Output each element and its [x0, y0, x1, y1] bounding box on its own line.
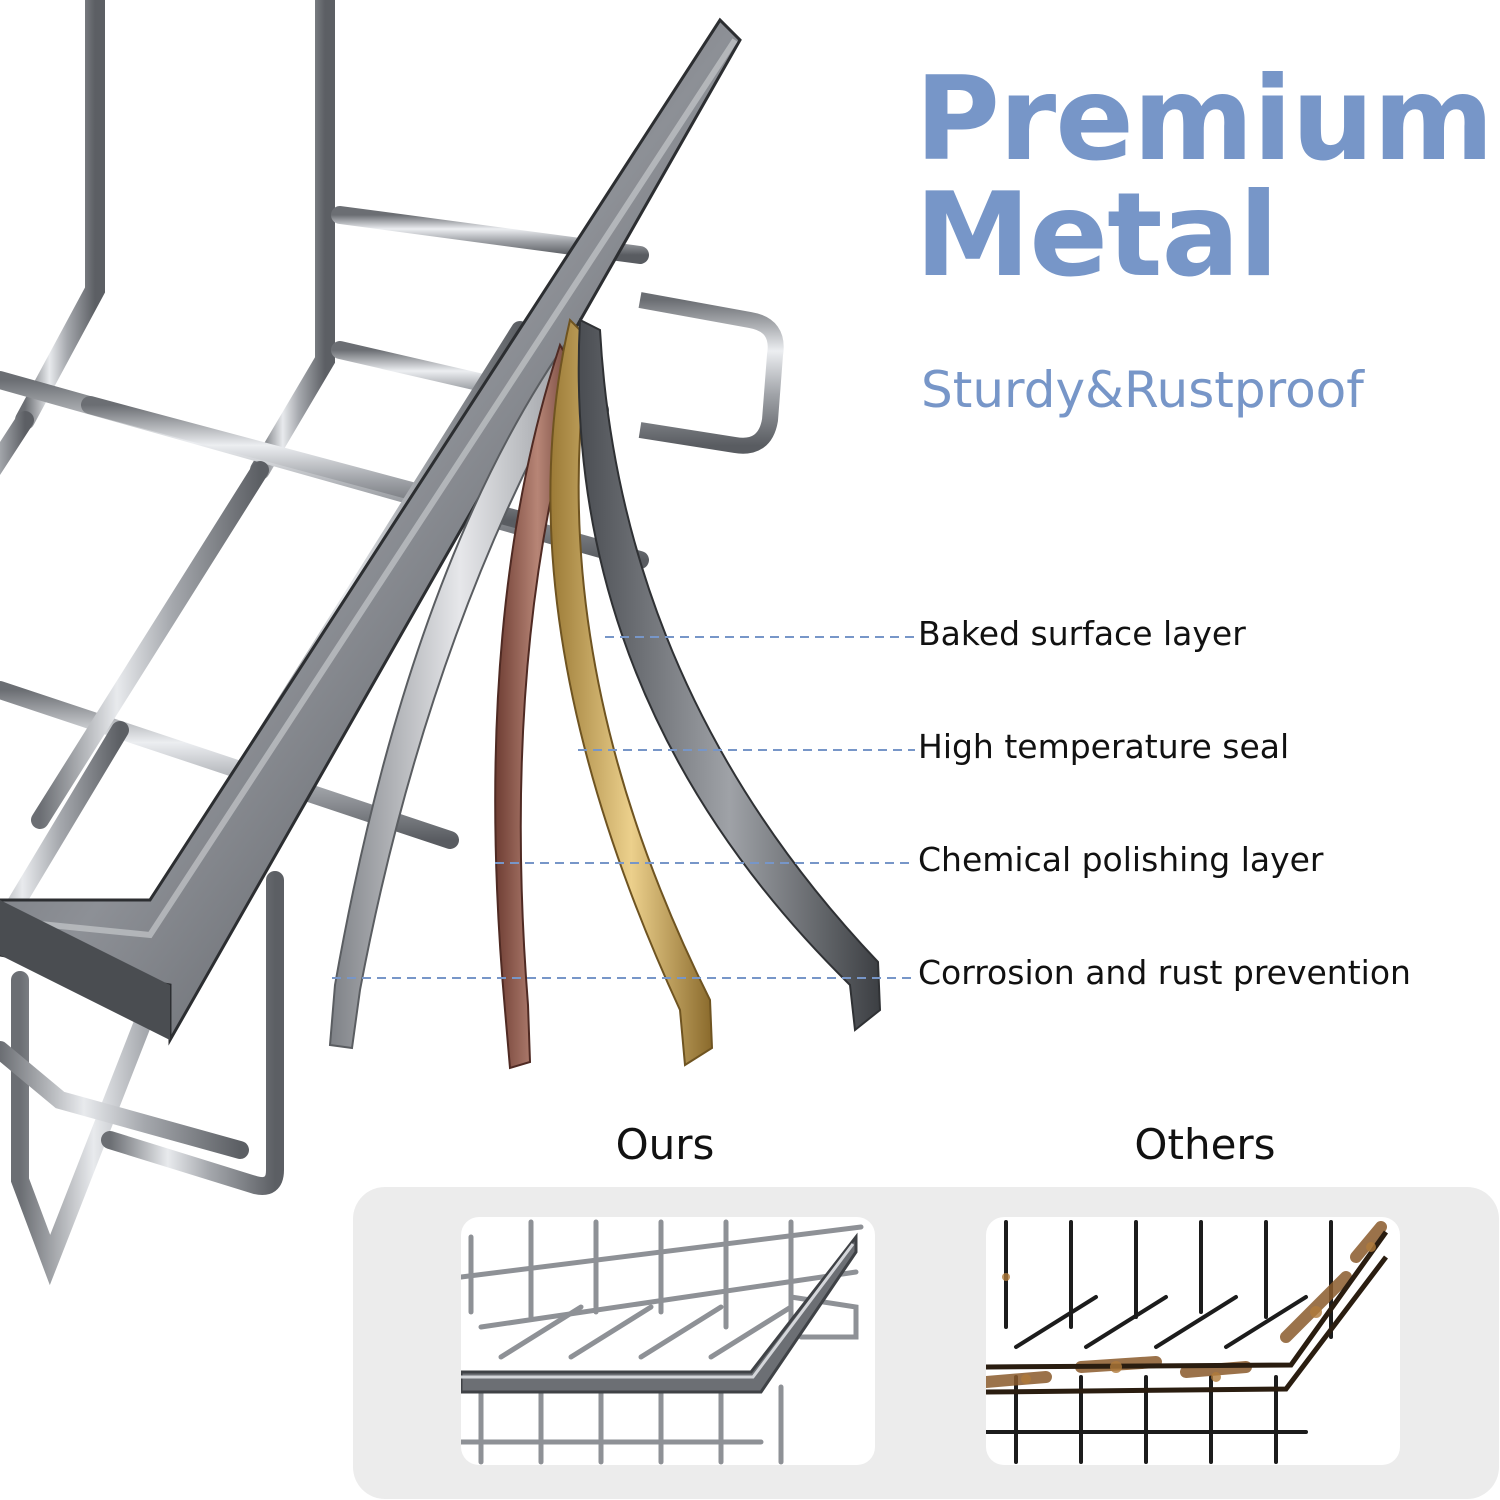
chrome-basket-icon	[461, 1219, 864, 1465]
ours-heading: Ours	[615, 1120, 715, 1169]
others-heading: Others	[1134, 1120, 1276, 1169]
ours-basket-card	[461, 1217, 875, 1465]
layer-strips	[328, 318, 882, 1070]
layer-label-baked-surface: Baked surface layer	[918, 614, 1246, 653]
layer-label-corrosion-prevention: Corrosion and rust prevention	[918, 953, 1411, 992]
headline-line-2: Metal	[915, 168, 1279, 303]
rusty-basket-icon	[986, 1220, 1389, 1464]
layer-label-high-temperature-seal: High temperature seal	[918, 727, 1290, 766]
others-basket-card	[986, 1217, 1400, 1465]
layer-label-chemical-polishing: Chemical polishing layer	[918, 840, 1324, 879]
headline-line-1: Premium	[915, 52, 1494, 187]
headline-subtitle: Sturdy&Rustproof	[921, 361, 1364, 419]
headline-title: Premium Metal	[915, 62, 1494, 294]
